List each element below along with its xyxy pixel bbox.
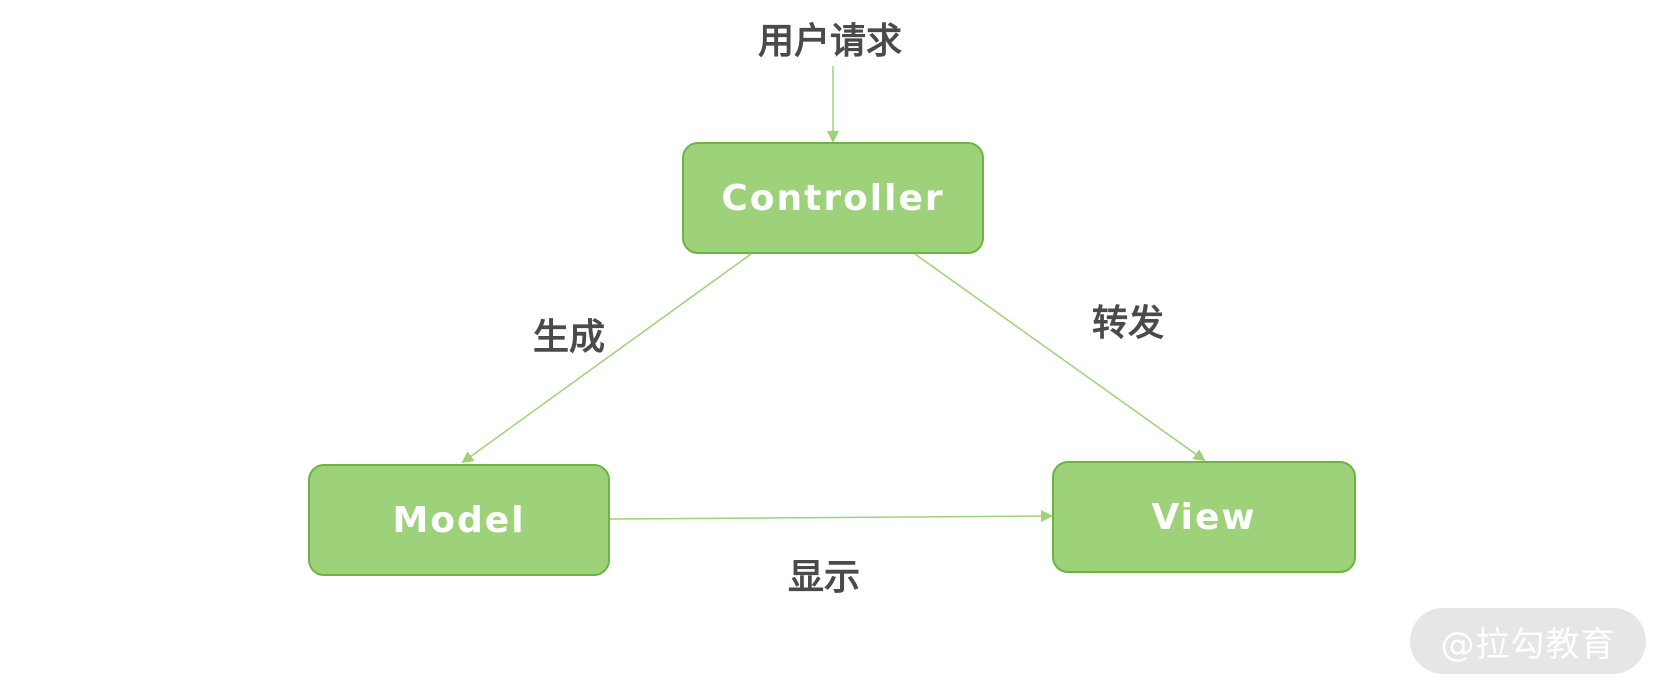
- view-node: View: [1052, 461, 1356, 573]
- controller-node: Controller: [682, 142, 984, 254]
- arrow-controller-to-view: [914, 253, 1206, 462]
- controller-node-label: Controller: [721, 177, 945, 219]
- model-node: Model: [308, 464, 610, 576]
- edge-label-forward: 转发: [1092, 303, 1165, 344]
- watermark-badge: @拉勾教育: [1410, 608, 1646, 674]
- model-node-label: Model: [392, 499, 526, 541]
- edge-label-request: 用户请求: [758, 21, 903, 62]
- arrow-controller-to-model: [461, 253, 752, 464]
- edge-label-display: 显示: [788, 557, 861, 598]
- watermark-text: @拉勾教育: [1440, 624, 1616, 665]
- view-node-label: View: [1151, 496, 1257, 538]
- edge-label-generate: 生成: [533, 317, 606, 358]
- arrow-model-to-view: [609, 510, 1053, 523]
